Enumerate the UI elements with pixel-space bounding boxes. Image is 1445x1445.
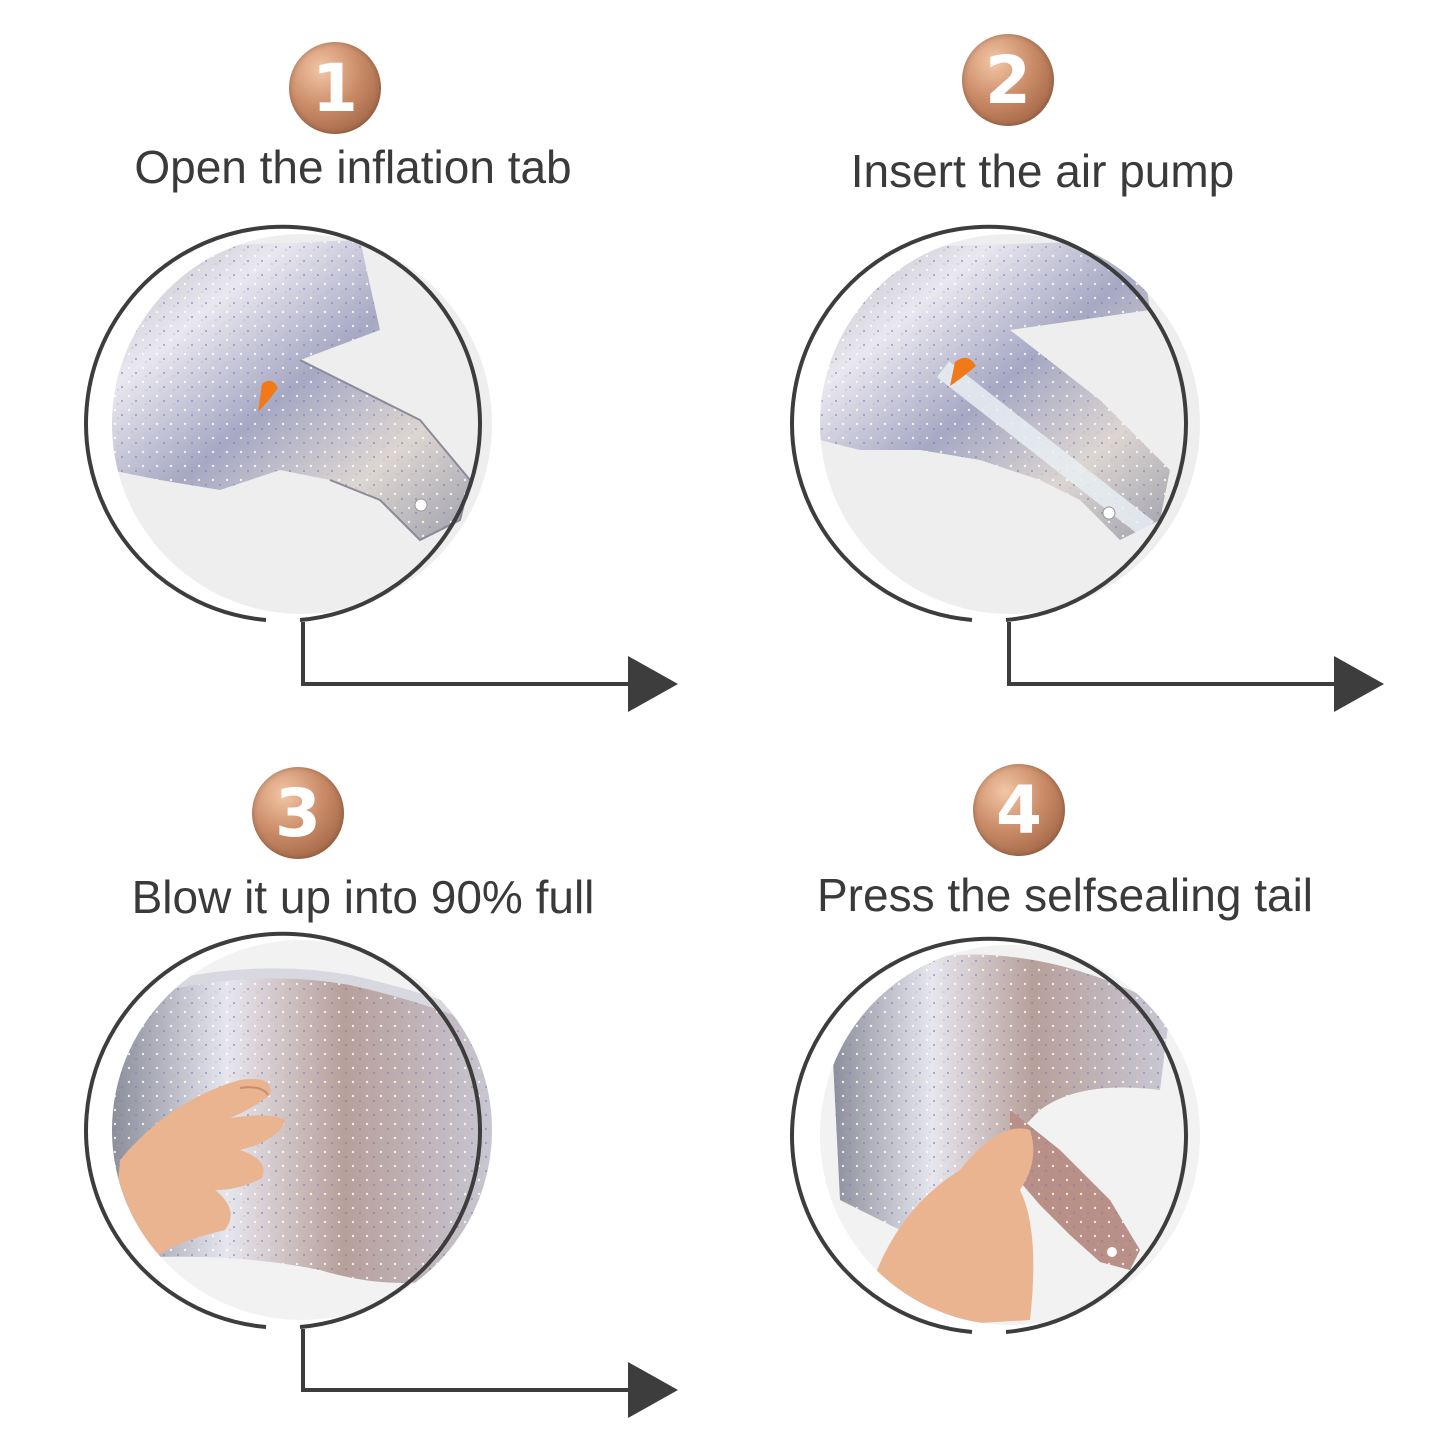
step-1-arrow-head [628, 656, 678, 712]
step-3-number: 3 [275, 774, 321, 852]
step-1-number-badge: 1 [289, 42, 381, 134]
step-1-number: 1 [312, 49, 358, 127]
step-3-arrow-line [301, 1329, 632, 1392]
step-3-photo [112, 940, 492, 1320]
step-2-number: 2 [985, 41, 1031, 119]
step-1-caption: Open the inflation tab [134, 141, 572, 193]
step-2-number-badge: 2 [962, 34, 1054, 126]
step-1-ring [84, 224, 482, 622]
step-3-arrow-head [628, 1362, 678, 1418]
step-3-caption: Blow it up into 90% full [131, 871, 595, 923]
step-4-caption: Press the selfsealing tail [816, 869, 1314, 921]
step-2-arrow-head [1334, 656, 1384, 712]
step-2-arrow-line [1007, 622, 1338, 686]
step-3-ring [84, 931, 482, 1329]
step-3-number-badge: 3 [252, 767, 344, 859]
step-2-caption: Insert the air pump [850, 145, 1235, 197]
step-4-number: 4 [996, 771, 1042, 849]
step-4-ring [790, 936, 1188, 1334]
step-2-ring [790, 224, 1188, 622]
step-2-photo [820, 234, 1200, 614]
step-1-arrow-line [301, 622, 632, 686]
step-4-photo [820, 945, 1200, 1325]
step-4-number-badge: 4 [973, 764, 1065, 856]
step-1-photo [112, 234, 492, 614]
